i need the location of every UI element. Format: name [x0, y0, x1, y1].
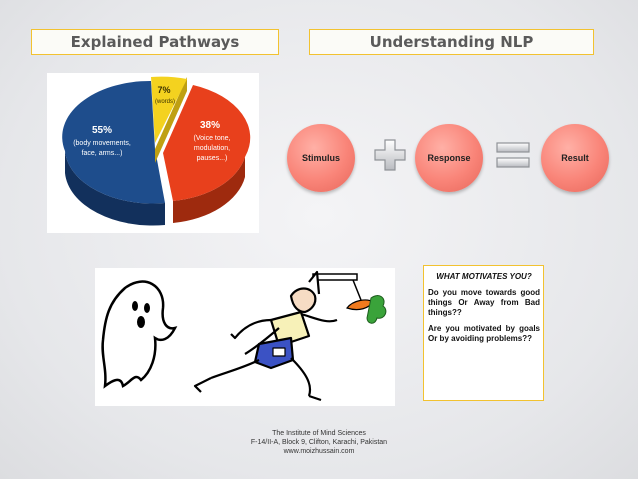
pie-label-7-percent: 7%	[157, 85, 170, 95]
pie-slice-7	[151, 76, 187, 143]
pie-label-38-line1: (Voice tone,	[194, 135, 231, 142]
footer-website-link[interactable]: www.moizhussain.com	[283, 448, 355, 455]
equals-icon	[495, 138, 531, 177]
pie-label-38-line3: pauses...)	[197, 155, 228, 162]
pie-label-55-line2: face, arms...)	[82, 150, 123, 157]
response-label: Response	[427, 153, 471, 163]
header-understanding-nlp: Understanding NLP	[309, 29, 594, 55]
stimulus-circle: Stimulus	[287, 124, 355, 192]
pie-slice-55-side	[65, 151, 165, 226]
result-circle: Result	[541, 124, 609, 192]
pie-label-55-line1: (body movements,	[73, 140, 131, 147]
plus-icon	[373, 138, 407, 177]
pie-slice-38	[163, 85, 251, 201]
pie-label-38-line2: modulation,	[194, 145, 230, 152]
footer-institute: The Institute of Mind Sciences	[272, 430, 366, 437]
header-explained-pathways: Explained Pathways	[31, 29, 279, 55]
motivation-box: WHAT MOTIVATES YOU? Do you move towards …	[423, 265, 544, 401]
header-left-label: Explained Pathways	[70, 33, 240, 51]
pie-slice-7-side	[155, 77, 187, 163]
pie-slice-55	[62, 80, 165, 204]
pie-label-7-line1: (words)	[155, 99, 175, 105]
pie-label-55-percent: 55%	[92, 125, 112, 136]
stimulus-label: Stimulus	[301, 153, 340, 163]
footer: The Institute of Mind Sciences F-14/II-A…	[0, 429, 638, 456]
pie-label-38-percent: 38%	[200, 120, 220, 131]
pie-slice-38-side	[173, 157, 245, 223]
pie-chart-image: 55% (body movements, face, arms...) 7% (…	[47, 73, 259, 233]
motivation-title: WHAT MOTIVATES YOU?	[436, 272, 532, 281]
footer-address: F-14/II-A, Block 9, Clifton, Karachi, Pa…	[250, 439, 388, 446]
pie-chart: 55% (body movements, face, arms...) 7% (…	[62, 76, 251, 226]
ghost-icon	[101, 280, 178, 389]
header-right-label: Understanding NLP	[369, 33, 534, 51]
runner-illustration	[95, 268, 395, 406]
result-label: Result	[561, 153, 589, 163]
response-circle: Response	[415, 124, 483, 192]
motivation-question-1: Do you move towards good things Or Away …	[428, 288, 540, 317]
motivation-question-2: Are you motivated by goals Or by avoidin…	[428, 324, 540, 343]
runner-figure	[193, 270, 338, 402]
carrot-on-stick-icon	[312, 273, 387, 324]
